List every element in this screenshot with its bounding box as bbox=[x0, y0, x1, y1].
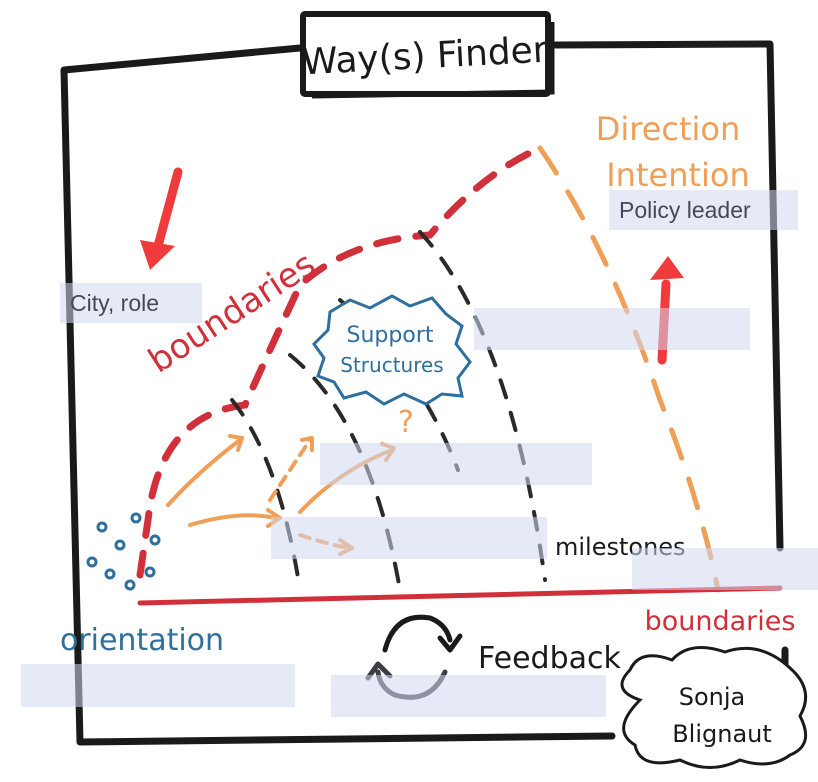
direction-curve bbox=[537, 145, 721, 593]
boundaries-bottom-label: boundaries bbox=[645, 606, 796, 637]
blank-overlay-4 bbox=[632, 548, 818, 590]
intention-label: Intention bbox=[606, 156, 750, 194]
support-label-line2: Structures bbox=[340, 353, 443, 377]
boundary-baseline bbox=[137, 585, 783, 606]
policy-leader-overlay: Policy leader bbox=[609, 190, 798, 230]
title-box: Way(s) Finder bbox=[300, 11, 555, 99]
blank-overlay-2 bbox=[320, 443, 592, 485]
boundary-curve-top bbox=[136, 144, 544, 579]
blank-overlay-1 bbox=[474, 308, 750, 350]
city-role-overlay: City, role bbox=[60, 283, 202, 323]
author-name-line2: Blignaut bbox=[672, 720, 772, 748]
orientation-label: orientation bbox=[60, 623, 224, 658]
support-structures-badge: Support Structures bbox=[312, 294, 472, 406]
question-mark: ? bbox=[398, 405, 414, 440]
feedback-label: Feedback bbox=[478, 641, 621, 676]
author-cloud: Sonja Blignaut bbox=[620, 646, 808, 769]
orientation-dots bbox=[86, 512, 161, 591]
blank-overlay-3 bbox=[271, 517, 547, 559]
support-label-line1: Support bbox=[347, 323, 434, 348]
blank-overlay-6 bbox=[331, 675, 606, 717]
blank-overlay-5 bbox=[21, 664, 295, 707]
direction-label: Direction bbox=[596, 110, 741, 148]
author-name-line1: Sonja bbox=[679, 683, 746, 711]
